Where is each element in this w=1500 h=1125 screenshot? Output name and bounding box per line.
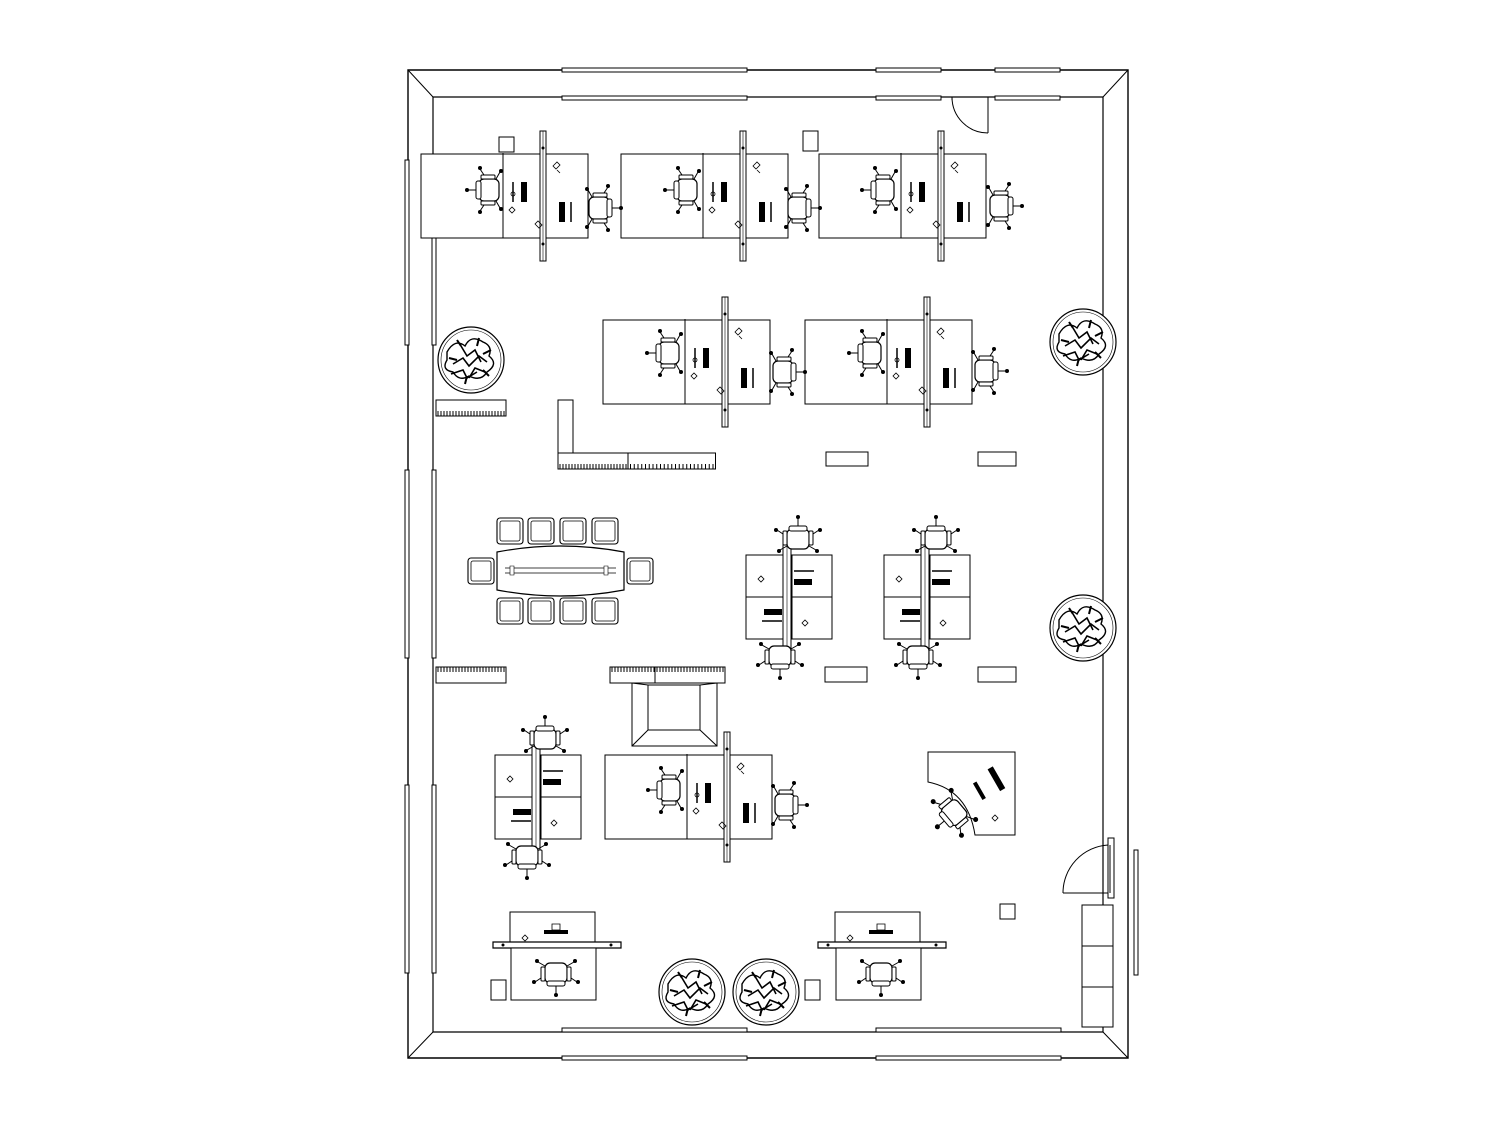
display-box bbox=[632, 683, 717, 746]
planter-benches bbox=[435, 399, 726, 684]
desk-pod-3 bbox=[818, 130, 987, 262]
desk-pod-2 bbox=[620, 130, 789, 262]
conference-table bbox=[497, 546, 624, 596]
desk-pod-4 bbox=[602, 296, 771, 428]
desk-pod-6 bbox=[604, 731, 773, 863]
entry-door-north bbox=[952, 97, 988, 133]
windows bbox=[405, 68, 1138, 1060]
wall-cabinets bbox=[825, 452, 1016, 682]
side-table-east bbox=[1000, 904, 1015, 919]
cubicle-cluster-2 bbox=[883, 534, 971, 660]
desk-pod-5 bbox=[804, 296, 973, 428]
reception-desk-1 bbox=[492, 911, 622, 1001]
side-tables-south bbox=[491, 980, 820, 1000]
cubicle-cluster-1 bbox=[745, 534, 833, 660]
reception-desk-2 bbox=[817, 911, 947, 1001]
storage-shelving bbox=[1082, 905, 1113, 1027]
cubicle-cluster-3 bbox=[494, 734, 582, 860]
side-tables-row-1 bbox=[499, 131, 818, 152]
corner-workstation bbox=[919, 752, 1015, 848]
entry-door-east bbox=[1063, 838, 1114, 898]
